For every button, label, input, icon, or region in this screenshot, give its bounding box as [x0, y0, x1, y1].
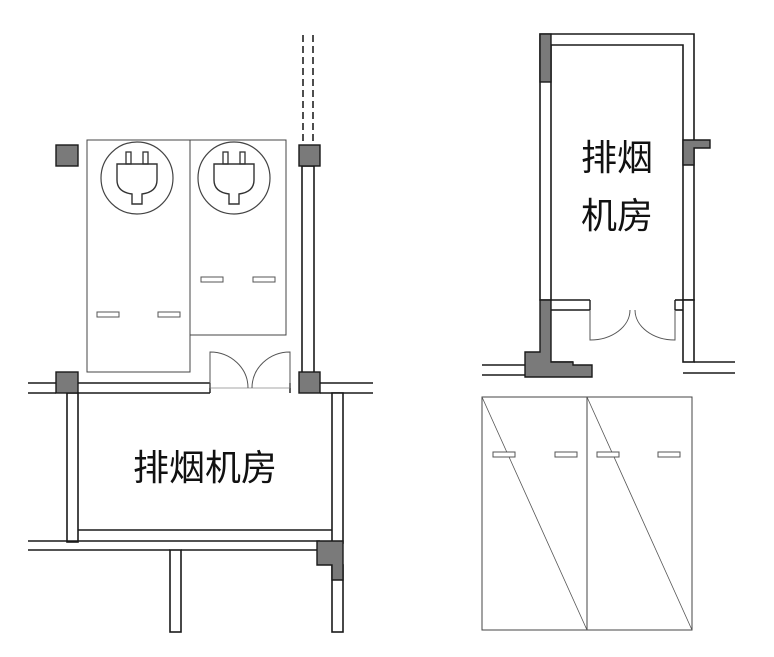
power-plug-icon [213, 151, 255, 205]
right-room-label-line1: 排烟 [581, 138, 653, 179]
left-columns [55, 144, 344, 581]
dashed-riser [302, 35, 314, 145]
left-plan: 排烟机房 [28, 35, 373, 633]
column [682, 139, 711, 166]
charging-cabinet-2 [189, 139, 287, 336]
column [298, 371, 321, 394]
column [55, 371, 79, 394]
corridor-upper-wall [28, 382, 373, 394]
right-columns [524, 33, 711, 378]
left-exhaust-room-walls [28, 392, 344, 633]
right-cabinets [481, 396, 693, 631]
left-vertical-wall [301, 165, 315, 374]
left-room-label: 排烟机房 [133, 448, 277, 489]
column [55, 144, 79, 167]
column [298, 144, 321, 167]
left-double-door [209, 351, 291, 393]
column [539, 33, 552, 83]
right-plan: 排烟 机房 [481, 33, 735, 631]
column [316, 540, 344, 581]
right-double-door [589, 300, 676, 341]
column [524, 299, 593, 378]
charging-cabinet-1 [86, 139, 191, 373]
right-room-label-line2: 机房 [581, 196, 653, 237]
power-plug-icon [116, 151, 158, 205]
